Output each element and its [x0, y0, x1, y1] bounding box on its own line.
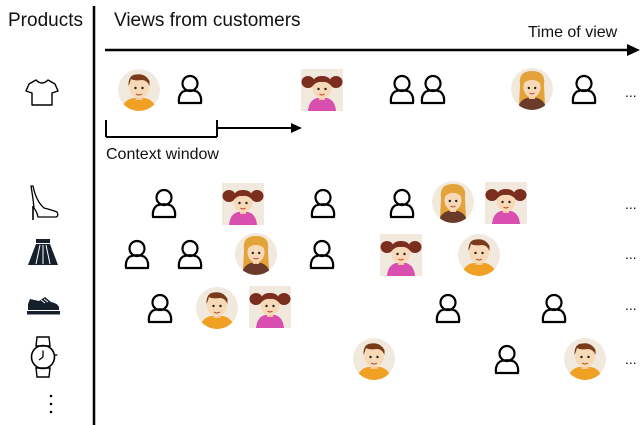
- girl-pigtails-avatar: [222, 183, 264, 225]
- man-avatar: [564, 338, 606, 381]
- person-outline-icon: [571, 74, 597, 105]
- person-outline-icon: [435, 293, 461, 324]
- views-header: Views from customers: [114, 10, 301, 31]
- person-outline-icon: [310, 188, 336, 219]
- girl-pigtails-avatar: [301, 69, 343, 111]
- row-ellipsis: ...: [625, 246, 637, 262]
- vertical-ellipsis-icon: [49, 394, 53, 414]
- row-ellipsis: ...: [625, 84, 637, 100]
- blonde-woman-avatar: [511, 68, 553, 111]
- products-header: Products: [8, 10, 83, 31]
- context-window-arrow: [217, 123, 302, 133]
- row-ellipsis: ...: [625, 297, 637, 313]
- blonde-woman-avatar: [432, 181, 474, 224]
- time-axis-label: Time of view: [528, 24, 618, 41]
- context-window-bracket: [105, 120, 218, 138]
- man-avatar: [118, 69, 160, 112]
- time-axis-arrow: [105, 44, 640, 56]
- girl-pigtails-avatar: [485, 182, 527, 224]
- person-outline-icon: [151, 188, 177, 219]
- row-ellipsis: ...: [625, 351, 637, 367]
- girl-pigtails-avatar: [249, 286, 291, 328]
- high-heel-shoe-icon: [30, 185, 59, 220]
- person-outline-icon: [177, 239, 203, 270]
- person-outline-icon: [389, 74, 415, 105]
- wristwatch-icon: [30, 336, 58, 378]
- person-outline-icon: [541, 293, 567, 324]
- person-outline-icon: [147, 293, 173, 324]
- row-ellipsis: ...: [625, 196, 637, 212]
- person-outline-icon: [124, 239, 150, 270]
- man-avatar: [196, 287, 238, 330]
- man-avatar: [458, 234, 500, 277]
- tshirt-icon: [25, 79, 59, 106]
- person-outline-icon: [389, 188, 415, 219]
- person-outline-icon: [494, 344, 520, 375]
- person-outline-icon: [177, 74, 203, 105]
- man-avatar: [353, 338, 395, 381]
- context-window-label: Context window: [106, 146, 219, 163]
- person-outline-icon: [309, 239, 335, 270]
- skirt-icon: [28, 239, 58, 265]
- girl-pigtails-avatar: [380, 234, 422, 276]
- sneaker-icon: [27, 297, 60, 315]
- person-outline-icon: [420, 74, 446, 105]
- blonde-woman-avatar: [235, 233, 277, 276]
